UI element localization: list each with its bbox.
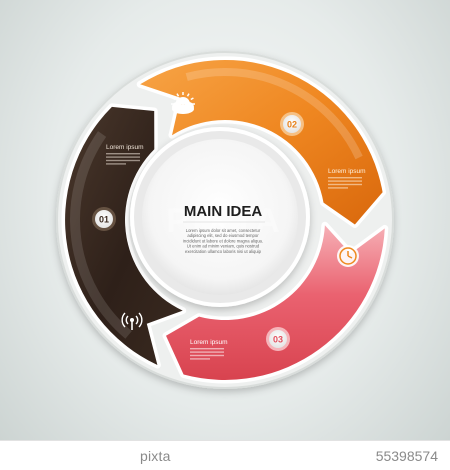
segment-01-label: Lorem ipsum bbox=[106, 144, 144, 165]
segment-03-badge-number: 03 bbox=[273, 335, 283, 345]
footer-brand: pixta bbox=[140, 448, 171, 464]
segment-02-label: Lorem ipsum bbox=[328, 168, 366, 189]
segment-arcs bbox=[61, 56, 389, 384]
sun-cloud-icon bbox=[171, 92, 195, 114]
segment-03-label-title: Lorem ipsum bbox=[190, 339, 228, 346]
segment-02-label-title: Lorem ipsum bbox=[328, 168, 366, 175]
segment-01-arrow bbox=[65, 106, 183, 366]
segment-01-gloss bbox=[70, 131, 132, 339]
segment-01-badge: 01 bbox=[92, 207, 116, 231]
main-idea-title: MAIN IDEA bbox=[184, 203, 263, 220]
segment-02-gloss bbox=[185, 67, 363, 160]
segment-02-arrow bbox=[140, 59, 383, 225]
segment-03-arrow bbox=[166, 225, 385, 380]
wifi-signal-icon bbox=[121, 312, 143, 330]
watermark-text: PIXTA bbox=[166, 202, 284, 240]
segment-02-badge: 02 bbox=[280, 112, 304, 136]
center-circle bbox=[142, 139, 298, 295]
segment-01-label-title: Lorem ipsum bbox=[106, 144, 144, 151]
footer-image-id: 55398574 bbox=[375, 448, 438, 464]
cycle-diagram: PIXTA MAIN IDEA Lorem ipsum dolor sit am… bbox=[56, 51, 394, 389]
segment-03-label: Lorem ipsum bbox=[190, 339, 228, 360]
segment-02-badge-number: 02 bbox=[287, 120, 297, 130]
segment-03-badge: 03 bbox=[266, 327, 290, 351]
segment-01-badge-number: 01 bbox=[99, 215, 109, 225]
stock-footer: pixta 55398574 bbox=[0, 440, 450, 470]
clock-icon bbox=[337, 245, 359, 267]
